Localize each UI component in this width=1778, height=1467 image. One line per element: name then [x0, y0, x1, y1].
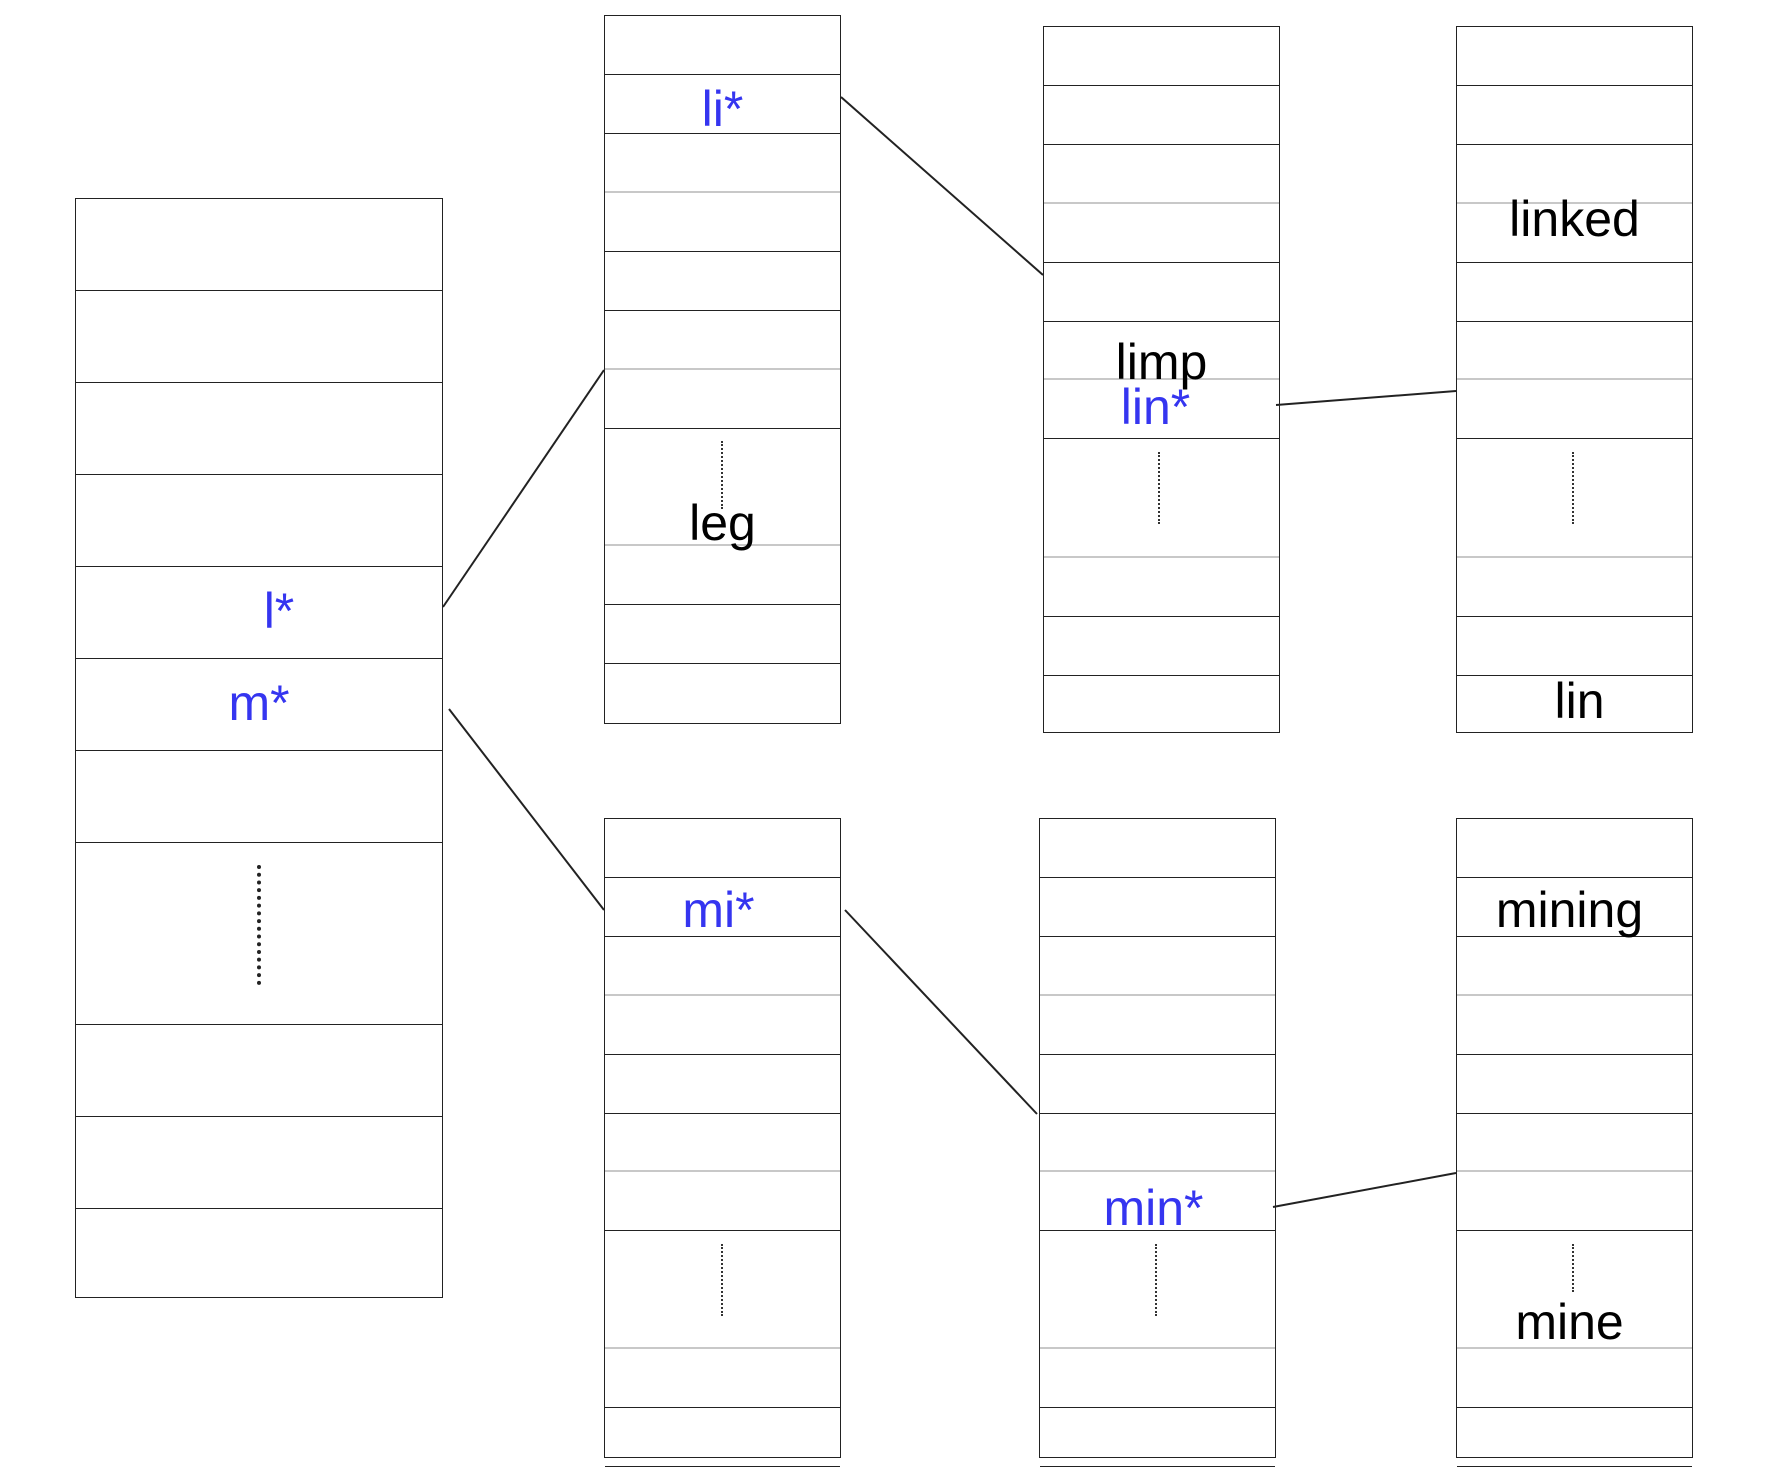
- ellipsis-vertical: [1158, 452, 1160, 524]
- table-row: [605, 996, 840, 1055]
- ellipsis-vertical: [1572, 452, 1574, 524]
- table-row: [1457, 1114, 1692, 1172]
- table-row: [605, 1172, 840, 1231]
- table-row: [1040, 996, 1275, 1055]
- table-row: [1040, 1231, 1275, 1349]
- edge-root-m-to-level2: [448, 708, 605, 911]
- l4-label-lin: lin: [1554, 673, 1605, 729]
- table-row: [605, 819, 840, 878]
- table-row: [1044, 617, 1279, 676]
- table-row: [1457, 204, 1692, 263]
- table-row: [1044, 322, 1279, 380]
- l2-label-li: li*: [701, 81, 744, 137]
- table-row: [1044, 27, 1279, 86]
- table-row: [1457, 322, 1692, 380]
- table-row: [1040, 1172, 1275, 1231]
- ellipsis-vertical: [721, 441, 723, 509]
- table-row: [1457, 1349, 1692, 1408]
- table-row: [1044, 263, 1279, 322]
- table-row: [76, 291, 442, 383]
- edge-li-to-level3: [840, 96, 1044, 276]
- table-row: [1457, 1055, 1692, 1114]
- table-row: [1457, 878, 1692, 937]
- table-row: [76, 383, 442, 475]
- table-row: [1457, 145, 1692, 204]
- table-row: [76, 567, 442, 659]
- l4-label-linked: linked: [1509, 191, 1640, 247]
- table-row: [605, 370, 840, 429]
- table-row: [1457, 439, 1692, 558]
- table-row: [605, 429, 840, 546]
- table-row: [1457, 1172, 1692, 1231]
- table-row: [1040, 878, 1275, 937]
- table-row: [76, 751, 442, 843]
- l-level2-table: li* leg: [604, 15, 841, 724]
- table-row: [76, 659, 442, 751]
- table-row: [605, 193, 840, 252]
- table-row: [605, 605, 840, 664]
- table-row: [1044, 86, 1279, 145]
- ellipsis-vertical: [721, 1244, 723, 1316]
- table-row: [1457, 937, 1692, 996]
- table-row: [605, 878, 840, 937]
- m2-label-mi: mi*: [682, 882, 755, 938]
- m4-label-mine: mine: [1515, 1294, 1624, 1350]
- table-row: [605, 252, 840, 311]
- ellipsis-vertical: [257, 865, 261, 985]
- table-row: [605, 134, 840, 193]
- root-label-m: m*: [228, 675, 290, 731]
- table-row: [1457, 380, 1692, 439]
- table-row: [1040, 937, 1275, 996]
- edge-lin-to-level4: [1275, 390, 1457, 406]
- edge-mi-to-level3: [844, 909, 1038, 1115]
- table-row: [76, 475, 442, 567]
- ellipsis-vertical: [1572, 1244, 1574, 1292]
- table-row: [1044, 439, 1279, 558]
- table-row: [76, 199, 442, 291]
- table-row: [605, 1231, 840, 1349]
- table-row: [605, 16, 840, 75]
- root-label-l: l*: [263, 583, 295, 639]
- m-level2-table: mi*: [604, 818, 841, 1467]
- table-row: [1457, 558, 1692, 617]
- edge-root-l-to-level2: [442, 369, 605, 608]
- table-row: [1457, 617, 1692, 676]
- table-row: [605, 1055, 840, 1114]
- table-row: [1457, 819, 1692, 878]
- table-row: [605, 1349, 840, 1408]
- table-row: [1040, 1114, 1275, 1172]
- m4-label-mining: mining: [1495, 882, 1644, 938]
- table-row: [605, 546, 840, 605]
- table-row: [1040, 1349, 1275, 1408]
- table-row: [1457, 263, 1692, 322]
- table-row: [76, 1025, 442, 1117]
- table-row: [1040, 1055, 1275, 1114]
- l3-label-lin: lin*: [1120, 379, 1191, 435]
- table-row: [76, 843, 442, 1025]
- table-row: [1457, 86, 1692, 145]
- edge-min-to-level4: [1272, 1172, 1457, 1208]
- table-row: [1044, 558, 1279, 617]
- table-row: [1457, 1231, 1692, 1349]
- table-row: [605, 311, 840, 370]
- table-row: [1457, 996, 1692, 1055]
- table-row: [605, 75, 840, 134]
- table-row: [1457, 27, 1692, 86]
- table-row: [605, 1114, 840, 1172]
- table-row: [1044, 145, 1279, 204]
- root-table: l* m*: [75, 198, 443, 1298]
- table-row: [1044, 204, 1279, 263]
- table-row: [1044, 380, 1279, 439]
- m3-label-min: min*: [1103, 1180, 1204, 1236]
- table-row: [1040, 819, 1275, 878]
- l-level3-table: limp lin*: [1043, 26, 1280, 733]
- l-level4-table: linked lin: [1456, 26, 1693, 733]
- l3-label-limp: limp: [1115, 334, 1208, 390]
- table-row: [76, 1117, 442, 1209]
- table-row: [605, 937, 840, 996]
- ellipsis-vertical: [1155, 1244, 1157, 1316]
- m-level4-table: mining mine: [1456, 818, 1693, 1467]
